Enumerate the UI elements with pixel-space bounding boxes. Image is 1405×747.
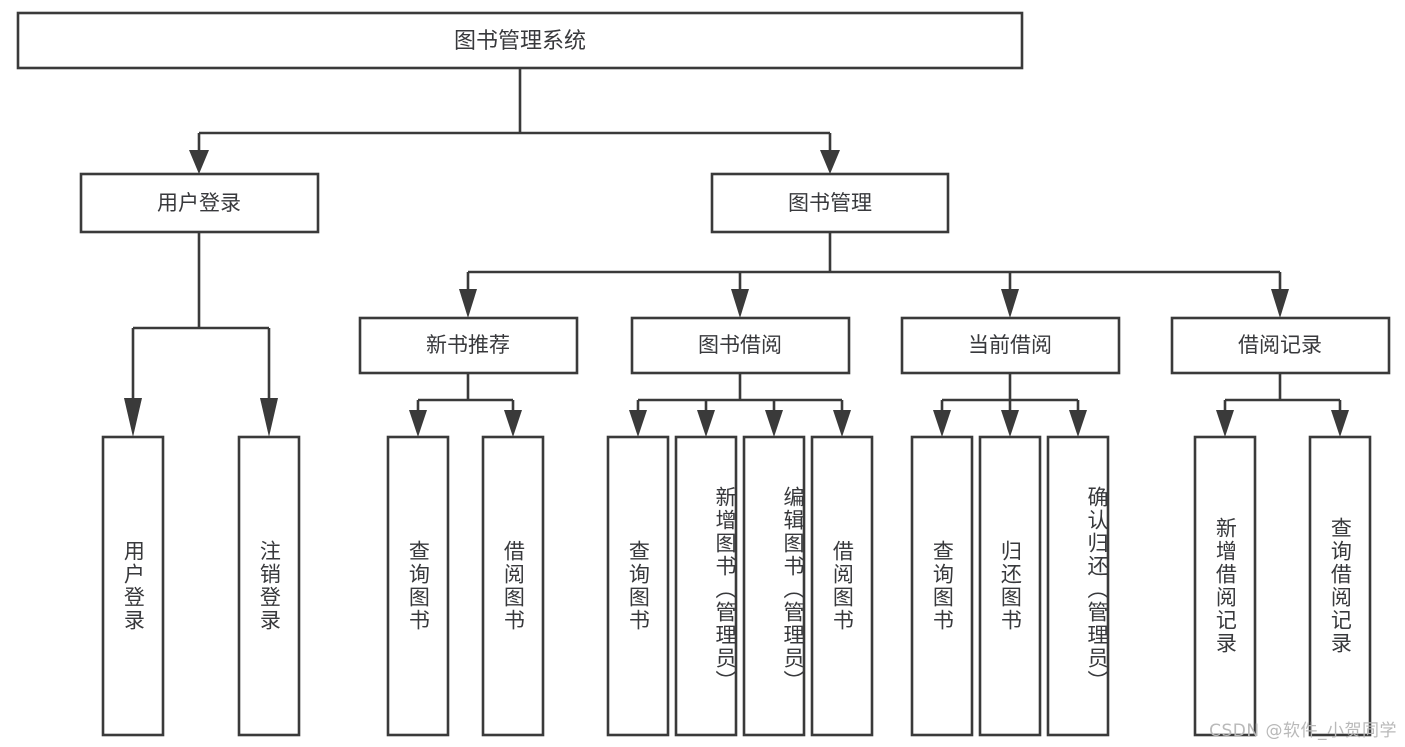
leaf-box-query-book-1[interactable] — [386, 435, 450, 737]
arrow-head-leaf-add-book — [697, 410, 715, 437]
leaf-box-borrow-book-1[interactable] — [481, 435, 545, 737]
arrow-head-new-book-recommend — [459, 289, 477, 318]
leaf-box-confirm-return[interactable] — [1046, 435, 1110, 737]
node-current-borrow[interactable]: 当前借阅 — [900, 316, 1121, 375]
connector-group-current-borrow — [933, 373, 1087, 437]
node-title[interactable]: 图书管理系统 — [16, 11, 1024, 70]
leaf-box-add-book[interactable] — [674, 435, 738, 737]
arrow-head-leaf-query-book-2 — [629, 410, 647, 437]
node-user-login-box[interactable] — [79, 172, 320, 234]
node-new-book-recommend-label: 新书推荐 — [426, 333, 510, 357]
connector-group-borrow-record — [1216, 373, 1349, 437]
node-user-login-label: 用户登录 — [157, 191, 241, 215]
arrow-head-current-borrow — [1001, 289, 1019, 318]
arrow-head-book-borrow — [731, 289, 749, 318]
watermark-text: CSDN @软件_小贺同学 — [1209, 721, 1397, 741]
leaf-box-logout-login[interactable] — [237, 435, 301, 737]
arrow-head-leaf-return-book — [1001, 410, 1019, 437]
node-book-borrow-label: 图书借阅 — [698, 333, 782, 357]
leaf-box-edit-book[interactable] — [742, 435, 806, 737]
leaf-box-query-record[interactable] — [1308, 435, 1372, 737]
connector-group-book-management — [459, 232, 1289, 318]
connector-group-new-book-recommend — [409, 373, 522, 437]
arrow-head-leaf-query-record — [1331, 410, 1349, 437]
node-book-borrow-box[interactable] — [630, 316, 851, 375]
node-title-box[interactable] — [16, 11, 1024, 70]
leaf-box-return-book[interactable] — [978, 435, 1042, 737]
node-borrow-record[interactable]: 借阅记录 — [1170, 316, 1391, 375]
node-user-login[interactable]: 用户登录 — [79, 172, 320, 234]
node-borrow-record-box[interactable] — [1170, 316, 1391, 375]
arrow-head-leaf-edit-book — [765, 410, 783, 437]
arrow-head-leaf-user-login — [124, 398, 142, 437]
arrow-head-leaf-borrow-book-1 — [504, 410, 522, 437]
node-new-book-recommend-box[interactable] — [358, 316, 579, 375]
arrow-head-leaf-confirm-return — [1069, 410, 1087, 437]
arrow-head-leaf-add-record — [1216, 410, 1234, 437]
arrow-head-book-management — [820, 150, 840, 174]
arrow-head-user-login — [189, 150, 209, 174]
leaf-box-user-login[interactable] — [101, 435, 165, 737]
node-current-borrow-label: 当前借阅 — [968, 333, 1052, 357]
connector-group-user-login — [124, 232, 278, 437]
arrow-head-leaf-query-book-1 — [409, 410, 427, 437]
arrow-head-borrow-record — [1271, 289, 1289, 318]
node-book-management-label: 图书管理 — [788, 191, 872, 215]
node-book-management[interactable]: 图书管理 — [710, 172, 950, 234]
leaf-box-add-record[interactable] — [1193, 435, 1257, 737]
connector-group-root — [189, 68, 840, 174]
connector-group-book-borrow — [629, 373, 851, 437]
node-title-label: 图书管理系统 — [454, 29, 586, 54]
leaf-box-query-book-3[interactable] — [910, 435, 974, 737]
node-current-borrow-box[interactable] — [900, 316, 1121, 375]
arrow-head-leaf-logout-login — [260, 398, 278, 437]
leaf-box-query-book-2[interactable] — [606, 435, 670, 737]
node-book-borrow[interactable]: 图书借阅 — [630, 316, 851, 375]
arrow-head-leaf-borrow-book-2 — [833, 410, 851, 437]
node-book-management-box[interactable] — [710, 172, 950, 234]
node-borrow-record-label: 借阅记录 — [1238, 333, 1322, 357]
leaf-box-borrow-book-2[interactable] — [810, 435, 874, 737]
arrow-head-leaf-query-book-3 — [933, 410, 951, 437]
node-new-book-recommend[interactable]: 新书推荐 — [358, 316, 579, 375]
